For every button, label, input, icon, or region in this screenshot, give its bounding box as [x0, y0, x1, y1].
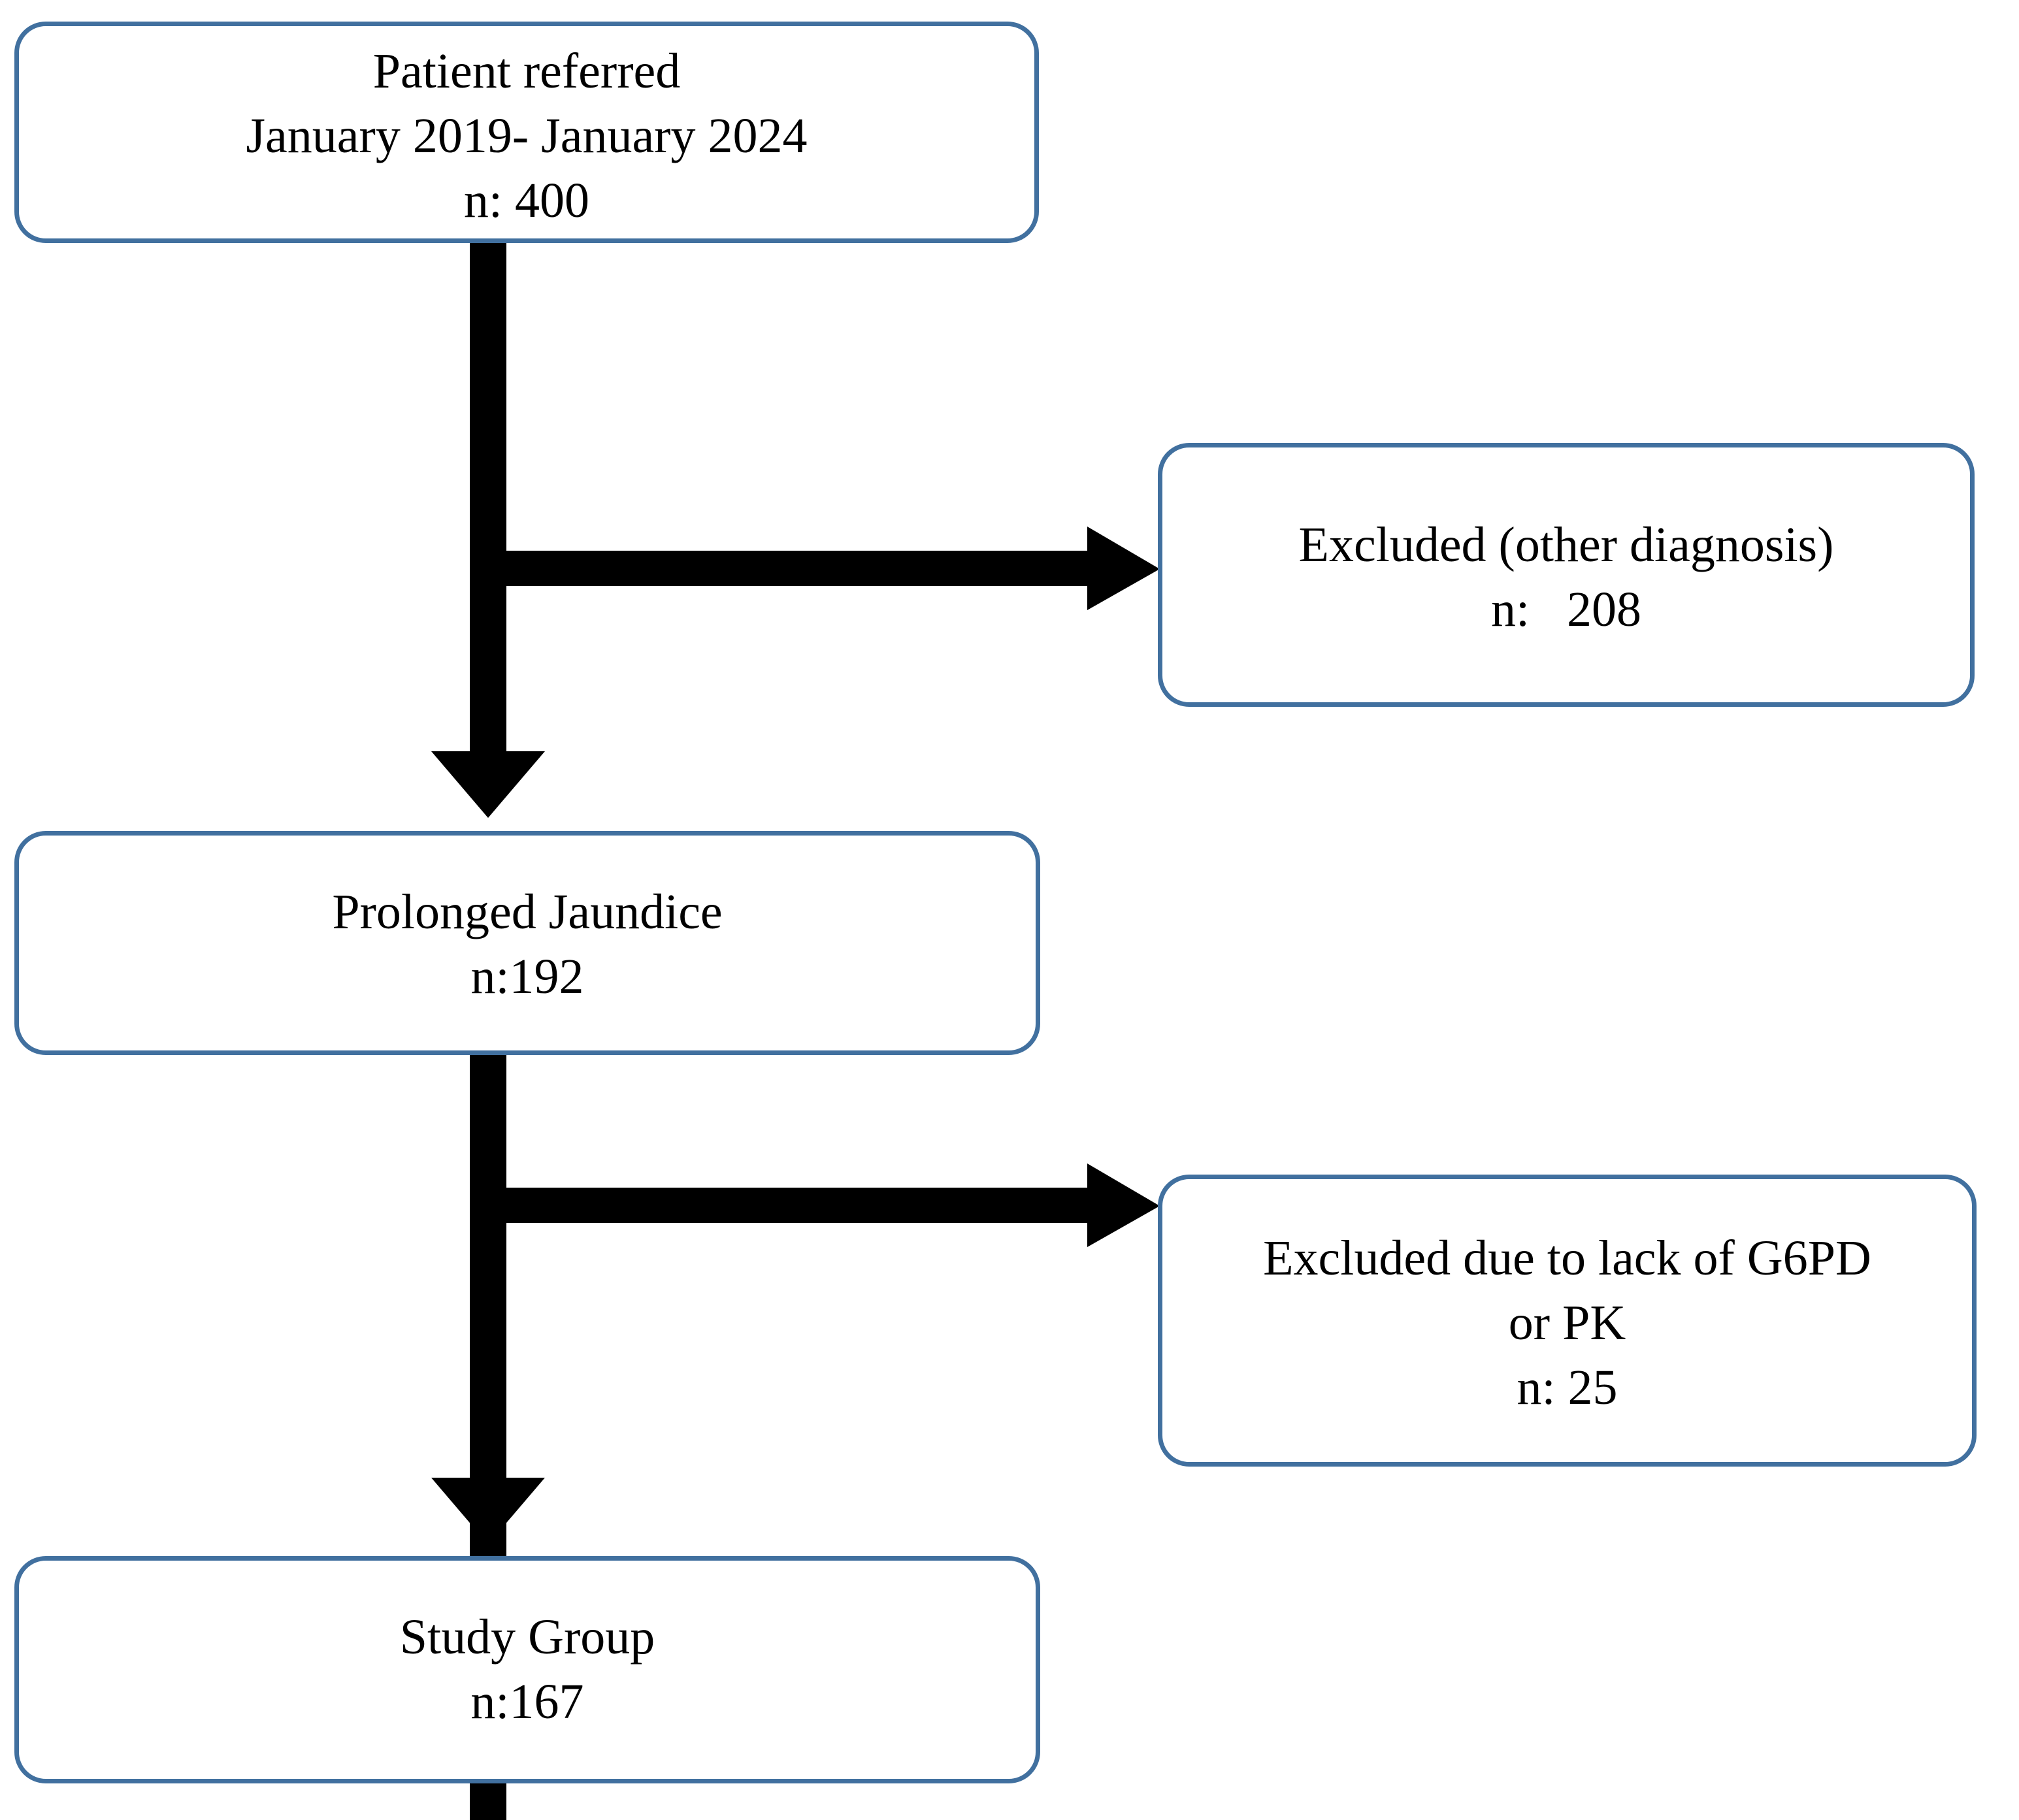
excluded-other-diagnosis-box: Excluded (other diagnosis) n: 208: [1158, 443, 1975, 707]
arrow-referred-to-excluded-dx-icon: [488, 527, 1160, 610]
arrow-referred-to-prolonged-icon: [431, 242, 545, 818]
arrow-prolonged-to-excluded-g6pd-icon: [488, 1163, 1160, 1247]
study-group-text: Study Group n:167: [399, 1610, 655, 1729]
prolonged-jaundice-text: Prolonged Jaundice n:192: [332, 884, 723, 1004]
study-group-box: Study Group n:167: [14, 1556, 1040, 1783]
excluded-lack-g6pd-pk-text: Excluded due to lack of G6PD or PK n: 25: [1263, 1231, 1871, 1415]
patient-referred-text: Patient referred January 2019- January 2…: [246, 44, 808, 228]
prolonged-jaundice-box: Prolonged Jaundice n:192: [14, 831, 1040, 1055]
excluded-lack-g6pd-pk-box: Excluded due to lack of G6PD or PK n: 25: [1158, 1175, 1977, 1467]
patient-referred-box: Patient referred January 2019- January 2…: [14, 22, 1039, 243]
excluded-other-diagnosis-text: Excluded (other diagnosis) n: 208: [1298, 517, 1834, 637]
